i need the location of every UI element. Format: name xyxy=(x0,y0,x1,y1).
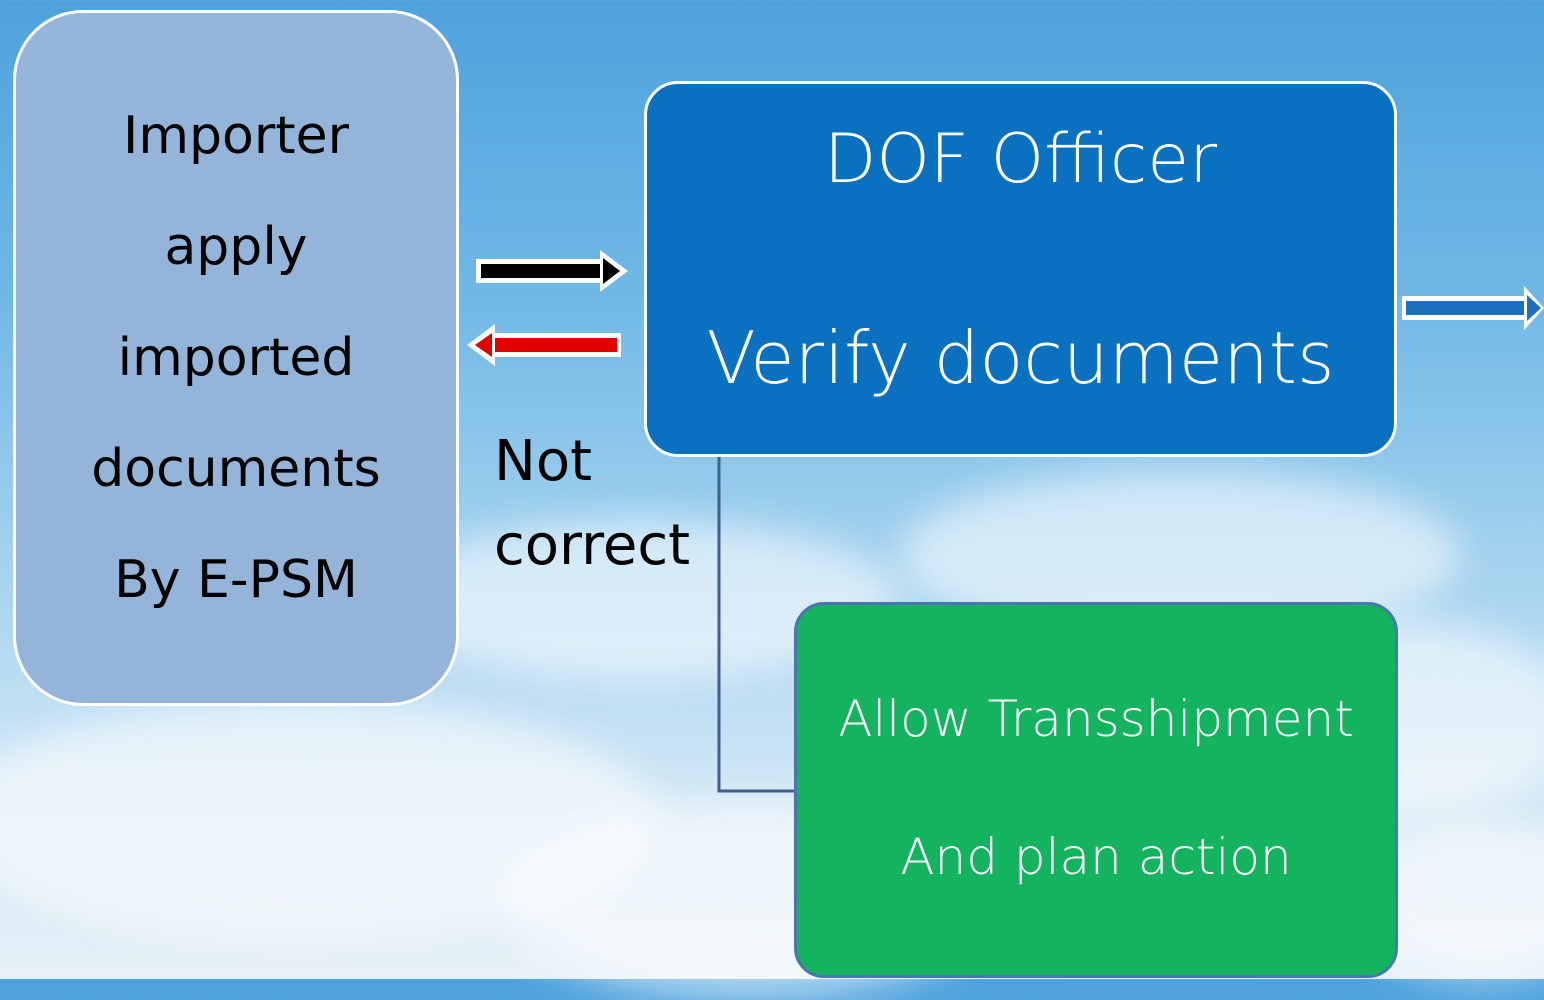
importer-node: Importer apply imported documents By E-P… xyxy=(13,10,459,706)
allow-line-2: And plan action xyxy=(900,828,1292,886)
rejection-label: Not correct xyxy=(494,420,724,588)
importer-line-3: imported xyxy=(117,327,355,388)
importer-line-2: apply xyxy=(164,216,308,277)
rejection-label-line-1: Not xyxy=(494,429,593,494)
allow-line-1: Allow Transshipment xyxy=(838,690,1354,748)
allow-transshipment-node: Allow Transshipment And plan action xyxy=(794,602,1398,978)
forward-arrow-shaft xyxy=(481,264,603,278)
importer-line-1: Importer xyxy=(123,105,349,166)
importer-line-5: By E-PSM xyxy=(114,549,358,610)
reject-arrow-shaft xyxy=(494,338,617,352)
next-arrow xyxy=(1402,286,1544,330)
connector-layer xyxy=(467,250,1544,793)
dof-officer-subtitle: Verify documents xyxy=(706,316,1335,400)
reject-arrow xyxy=(467,324,621,366)
elbow-connector xyxy=(717,457,796,793)
rejection-label-line-2: correct xyxy=(494,513,691,578)
dof-officer-title: DOF Officer xyxy=(823,120,1218,199)
forward-arrow xyxy=(476,250,628,292)
importer-line-4: documents xyxy=(91,438,381,499)
dof-officer-node: DOF Officer Verify documents xyxy=(644,81,1397,457)
